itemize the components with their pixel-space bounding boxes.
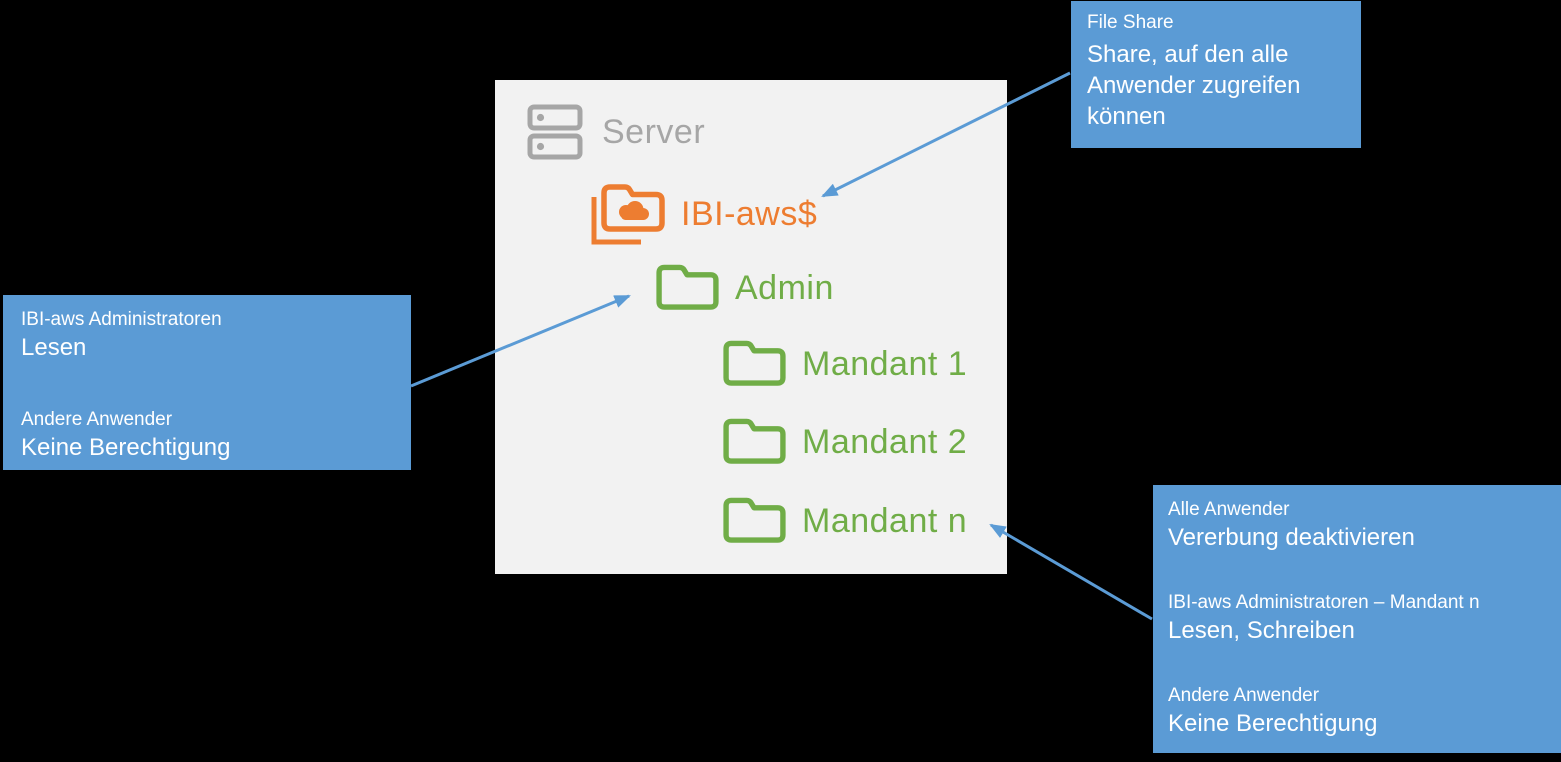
callout-file-share-title: File Share	[1087, 12, 1174, 33]
shared-cloud-folder-icon	[591, 184, 665, 245]
callout-file-share-text: Share, auf den alle Anwender zugreifen k…	[1087, 41, 1301, 130]
callout-admin-permissions: IBI-aws Administratoren Lesen Andere Anw…	[3, 295, 411, 470]
folder-icon	[656, 264, 719, 310]
tree-label-ibi-aws: IBI-aws$	[681, 195, 818, 233]
permission-value: Lesen	[21, 334, 87, 361]
permission-value: Lesen, Schreiben	[1168, 617, 1355, 644]
folder-icon	[723, 418, 786, 464]
callout-mandant-permissions: Alle Anwender Vererbung deaktivieren IBI…	[1153, 485, 1561, 753]
tree-item-mandant-2: Mandant 2	[722, 417, 967, 466]
permission-principal: Andere Anwender	[21, 409, 173, 430]
permission-principal: IBI-aws Administratoren	[21, 309, 222, 330]
folder-icon	[723, 497, 786, 543]
tree-item-ibi-aws-share: IBI-aws$	[588, 181, 817, 247]
server-icon	[527, 104, 583, 160]
permission-group: IBI-aws Administratoren – Mandant n Lese…	[1168, 590, 1546, 646]
permission-principal: IBI-aws Administratoren – Mandant n	[1168, 592, 1480, 613]
permission-group: Alle Anwender Vererbung deaktivieren	[1168, 497, 1546, 553]
tree-label-mandant-2: Mandant 2	[802, 422, 968, 461]
permission-group: IBI-aws Administratoren Lesen	[21, 307, 393, 363]
tree-label-mandant-1: Mandant 1	[802, 344, 968, 383]
permission-principal: Andere Anwender	[1168, 685, 1320, 706]
tree-item-mandant-n: Mandant n	[722, 496, 967, 545]
permission-group: Andere Anwender Keine Berechtigung	[21, 407, 393, 463]
tree-label-admin: Admin	[735, 268, 834, 307]
tree-item-server: Server	[527, 104, 705, 160]
folder-tree-panel: Server IBI-aws$ Admin	[495, 80, 1007, 574]
arrow-mandant-callout-to-mandant-n	[989, 523, 1153, 621]
folder-icon	[723, 340, 786, 386]
permission-principal: Alle Anwender	[1168, 499, 1290, 520]
permission-value: Keine Berechtigung	[1168, 710, 1378, 737]
tree-label-server: Server	[602, 113, 706, 151]
permission-value: Keine Berechtigung	[21, 434, 231, 461]
tree-item-admin: Admin	[655, 263, 834, 312]
tree-label-mandant-n: Mandant n	[802, 501, 968, 540]
permission-value: Vererbung deaktivieren	[1168, 524, 1415, 551]
callout-file-share: File Share Share, auf den alle Anwender …	[1071, 1, 1361, 148]
permission-group: Andere Anwender Keine Berechtigung	[1168, 683, 1546, 739]
tree-item-mandant-1: Mandant 1	[722, 339, 967, 388]
